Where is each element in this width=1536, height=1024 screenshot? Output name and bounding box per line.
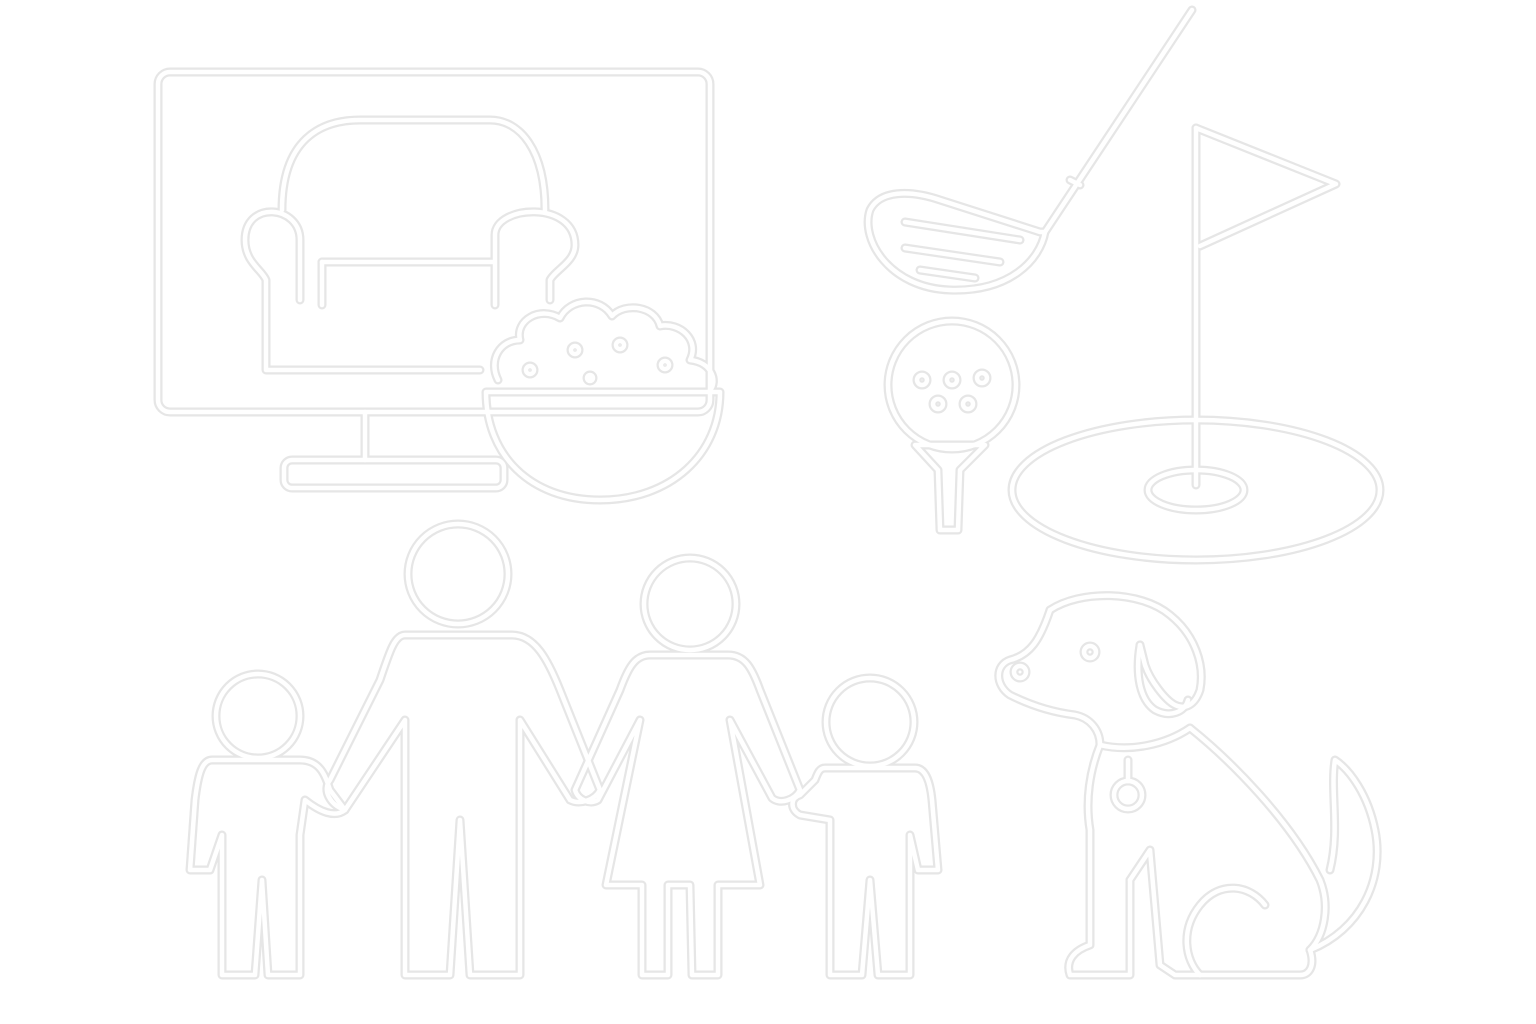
tv-sofa-popcorn-icon <box>158 72 720 500</box>
family-icon <box>190 524 938 975</box>
golf-icon <box>868 10 1380 560</box>
dog-icon <box>999 596 1377 975</box>
